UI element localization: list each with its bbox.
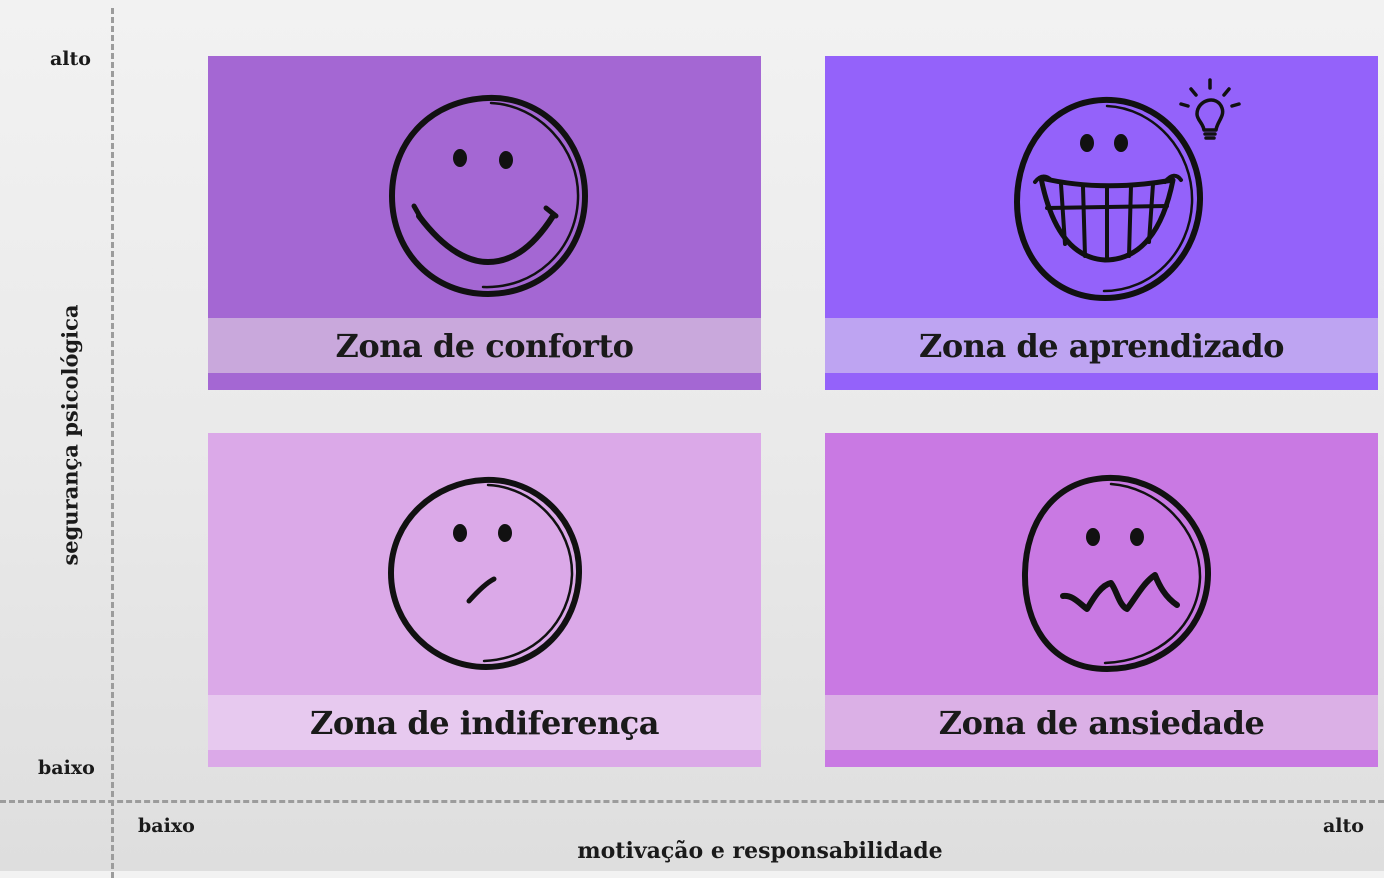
lightbulb-icon bbox=[1179, 78, 1241, 140]
comfort-zone-label: Zona de conforto bbox=[208, 318, 761, 373]
quadrant-comfort-zone: Zona de conforto bbox=[208, 56, 761, 390]
anxious-face-icon bbox=[1021, 474, 1212, 672]
indifference-zone-label: Zona de indiferença bbox=[208, 695, 761, 750]
anxiety-zone-label: Zona de ansiedade bbox=[825, 695, 1378, 750]
quadrant-anxiety-zone: Zona de ansiedade bbox=[825, 433, 1378, 767]
x-axis-title: motivação e responsabilidade bbox=[577, 838, 943, 864]
smile-face-icon bbox=[389, 94, 588, 297]
unsure-face-icon bbox=[388, 476, 583, 670]
x-axis-line bbox=[0, 800, 1384, 803]
grin-face-with-lightbulb-icon bbox=[1014, 78, 1241, 301]
y-axis-line bbox=[111, 8, 114, 878]
x-high-label: alto bbox=[1323, 815, 1364, 837]
y-high-label: alto bbox=[50, 48, 91, 70]
x-low-label: baixo bbox=[138, 815, 195, 837]
quadrant-indifference-zone: Zona de indiferença bbox=[208, 433, 761, 767]
learning-zone-label: Zona de aprendizado bbox=[825, 318, 1378, 373]
y-axis-title: segurança psicológica bbox=[57, 304, 83, 566]
y-low-label: baixo bbox=[38, 757, 95, 779]
quadrant-learning-zone: Zona de aprendizado bbox=[825, 56, 1378, 390]
